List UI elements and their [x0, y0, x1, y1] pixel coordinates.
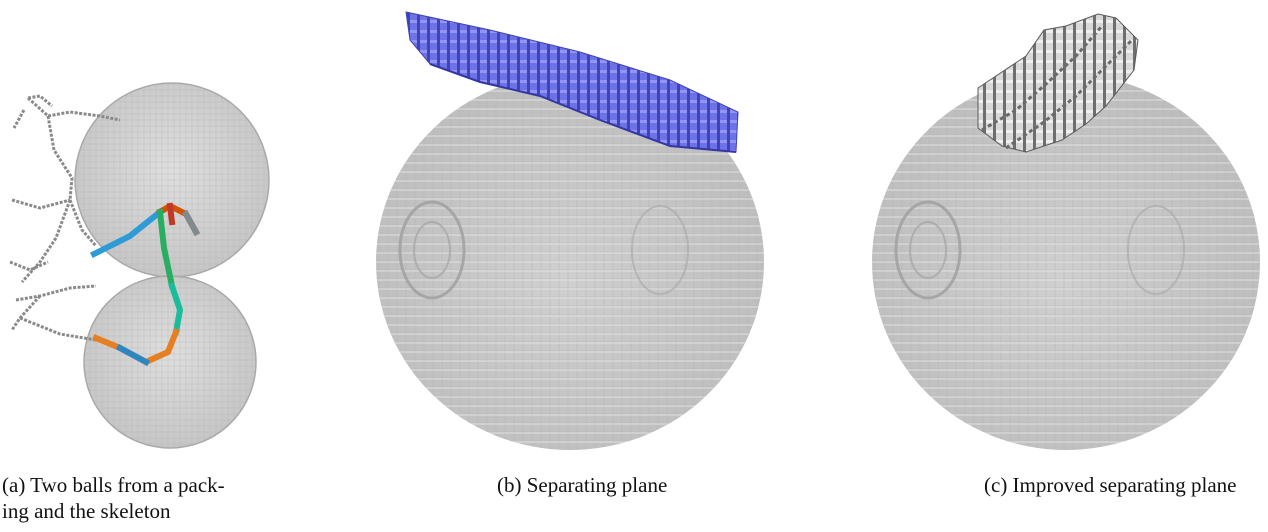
- upper-ball: [74, 82, 270, 278]
- caption-b: (b) Separating plane: [497, 472, 667, 498]
- improved-plane-patch: [977, 13, 1139, 153]
- improved-plane-figure: [872, 13, 1260, 450]
- separating-plane-figure: [376, 11, 764, 450]
- caption-a-text: (a) Two balls from a pack- ing and the s…: [2, 473, 225, 523]
- caption-b-text: (b) Separating plane: [497, 473, 668, 497]
- caption-c: (c) Improved separating plane: [984, 472, 1236, 498]
- colored-skeleton: [89, 202, 201, 367]
- panel-a-two-balls-skeleton: [0, 0, 300, 460]
- voxel-sphere: [376, 74, 764, 450]
- caption-c-text: (c) Improved separating plane: [984, 473, 1237, 497]
- panel-c-improved-separating-plane: [866, 0, 1266, 460]
- two-balls-figure: [9, 82, 270, 449]
- voxel-sphere: [872, 74, 1260, 450]
- lower-ball: [83, 275, 257, 449]
- caption-a: (a) Two balls from a pack- ing and the s…: [2, 472, 302, 524]
- panel-b-separating-plane: [370, 0, 770, 460]
- skeleton-branches: [9, 94, 121, 342]
- blue-separating-plane: [405, 11, 739, 153]
